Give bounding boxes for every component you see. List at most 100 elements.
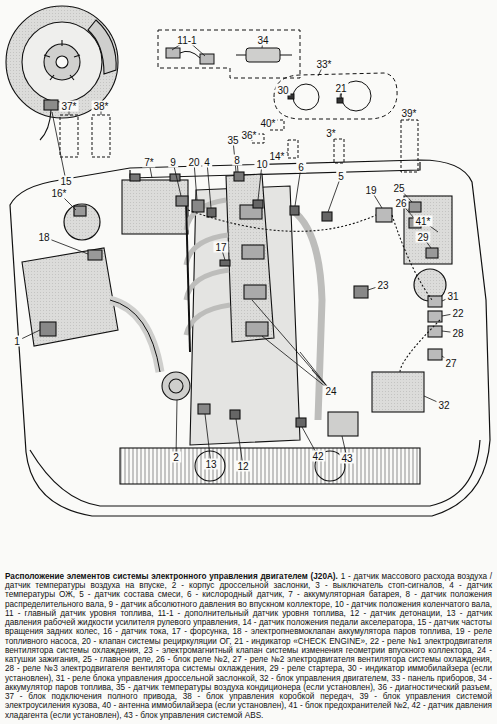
ignition-coil bbox=[244, 285, 266, 299]
callout-number: 38* bbox=[91, 101, 110, 112]
fuel-level-sensor bbox=[200, 54, 214, 64]
crankshaft-sensor bbox=[253, 200, 263, 208]
callout-number: 31 bbox=[445, 291, 460, 302]
callout-number: 21 bbox=[333, 83, 348, 94]
callout-number: 15 bbox=[58, 176, 73, 187]
callout-number: 10 bbox=[254, 159, 269, 170]
brake-light-switch bbox=[334, 139, 344, 163]
body-control-unit bbox=[401, 120, 418, 172]
check-engine-lamp bbox=[337, 98, 343, 103]
throttle-relay bbox=[428, 296, 442, 307]
callout-number: 12 bbox=[235, 461, 250, 472]
callout-number: 2 bbox=[171, 452, 181, 463]
ps-pressure-sensor bbox=[198, 404, 210, 414]
ignition-coil bbox=[242, 245, 264, 259]
wheel-speed-sensor bbox=[44, 100, 58, 110]
callout-number: 42 bbox=[310, 451, 325, 462]
engine-ecu bbox=[372, 372, 424, 412]
exhaust-pipe bbox=[292, 210, 322, 420]
callout-number: 4 bbox=[202, 157, 212, 168]
callout-number: 40* bbox=[258, 118, 277, 129]
throttle-bore bbox=[169, 379, 183, 393]
callout-number: 7* bbox=[142, 157, 155, 168]
intake-duct-edge bbox=[110, 300, 160, 372]
refrigerant-sensor bbox=[296, 418, 306, 427]
intake-control-solenoid bbox=[354, 286, 368, 298]
caption-text: 1 - датчик массового расхода воздуха / д… bbox=[5, 572, 492, 720]
radiator bbox=[120, 448, 420, 484]
callout-number: 17 bbox=[213, 242, 228, 253]
instrument-panel bbox=[274, 73, 397, 119]
callout-number: 8 bbox=[232, 155, 242, 166]
callout-number: 33* bbox=[314, 59, 333, 70]
callout-number: 43 bbox=[339, 453, 354, 464]
callout-number: 9 bbox=[168, 157, 178, 168]
fan-relay bbox=[428, 349, 442, 360]
callout-number: 3* bbox=[324, 128, 337, 139]
egr-valve bbox=[192, 200, 204, 212]
callout-number: 35 bbox=[225, 135, 240, 146]
main-relay bbox=[409, 202, 421, 212]
callout-number: 26 bbox=[393, 198, 408, 209]
fan-relay bbox=[428, 326, 442, 337]
callout-number: 16* bbox=[49, 188, 68, 199]
callout-number: 30 bbox=[275, 85, 290, 96]
callout-number: 41* bbox=[413, 216, 432, 227]
maf-sensor bbox=[40, 322, 56, 336]
sensor-wire bbox=[40, 110, 51, 140]
callout-number: 18 bbox=[36, 232, 51, 243]
callout-number: 1 bbox=[12, 336, 22, 347]
battery-terminal bbox=[170, 174, 180, 181]
canister-pipe bbox=[236, 55, 292, 56]
accelerator-pedal-sensor bbox=[288, 140, 298, 158]
callout-number: 20 bbox=[186, 157, 201, 168]
wiring-harness bbox=[188, 210, 440, 372]
hub-center bbox=[56, 56, 68, 68]
strut-tower bbox=[64, 204, 100, 240]
hub-bolts bbox=[44, 40, 80, 80]
wheel-hub bbox=[44, 44, 80, 80]
caption-block: Расположение элементов системы электронн… bbox=[5, 572, 492, 720]
abs-unit bbox=[328, 412, 358, 436]
callout-number: 23 bbox=[375, 280, 390, 291]
callout-number: 28 bbox=[450, 328, 465, 339]
intake-runner bbox=[186, 200, 230, 335]
af-sensor bbox=[322, 212, 332, 221]
fuse-box bbox=[404, 196, 452, 264]
wheel-disc bbox=[6, 6, 118, 118]
current-sensor bbox=[74, 206, 86, 216]
injector bbox=[220, 260, 230, 266]
intake-plenum bbox=[186, 200, 190, 352]
battery-terminal bbox=[130, 174, 140, 181]
callout-number: 6 bbox=[296, 162, 306, 173]
callout-number: 11-1 bbox=[175, 35, 198, 46]
camshaft-sensor bbox=[234, 172, 244, 181]
transmission-ecu bbox=[92, 115, 110, 157]
awd-unit bbox=[60, 115, 78, 157]
leader-lines bbox=[17, 40, 458, 466]
callout-number: 19 bbox=[363, 185, 378, 196]
coolant-temp-sensor bbox=[207, 208, 216, 217]
callout-number: 29 bbox=[415, 232, 430, 243]
brake-caliper bbox=[88, 20, 116, 74]
callout-number: 5 bbox=[336, 171, 346, 182]
starter-relay bbox=[426, 248, 438, 258]
callout-number: 24 bbox=[323, 386, 338, 397]
callout-number: 27 bbox=[443, 358, 458, 369]
fuel-tank-outline bbox=[158, 30, 300, 78]
intake-duct bbox=[110, 300, 160, 372]
fuel-pump-relay bbox=[376, 208, 392, 222]
callout-number: 37* bbox=[59, 101, 78, 112]
fuel-vapor-canister bbox=[246, 48, 280, 62]
brake-rotor bbox=[22, 22, 102, 102]
callout-number: 34 bbox=[255, 35, 270, 46]
callout-number: 25 bbox=[391, 183, 406, 194]
caption-title: Расположение элементов системы электронн… bbox=[5, 572, 338, 581]
callout-number: 22 bbox=[450, 308, 465, 319]
callout-number: 13 bbox=[203, 459, 218, 470]
front-bumper-line bbox=[30, 440, 480, 506]
callout-number: 14* bbox=[267, 151, 286, 162]
map-sensor bbox=[176, 196, 188, 206]
callout-number: 32 bbox=[436, 400, 451, 411]
sensor-wire bbox=[180, 51, 200, 58]
